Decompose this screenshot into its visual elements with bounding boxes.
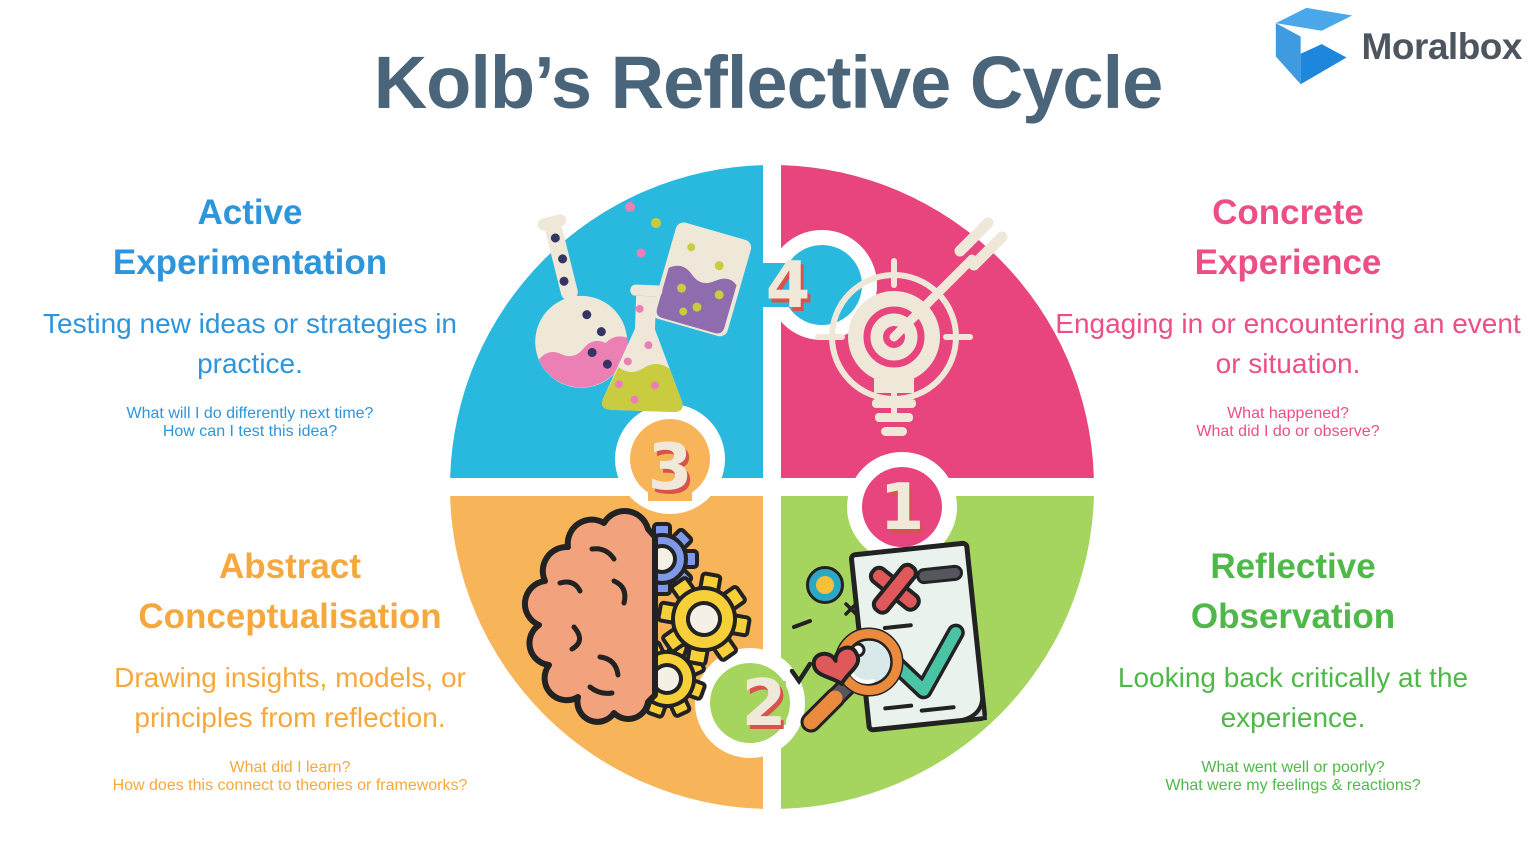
stage-name: Active Experimentation xyxy=(112,193,388,282)
stage-name: Concrete Experience xyxy=(1194,193,1382,282)
stage-name: Abstract Conceptualisation xyxy=(138,547,442,636)
step-number-1: 1 xyxy=(880,471,925,545)
beaker xyxy=(652,222,752,337)
stage-description: Looking back critically at the experienc… xyxy=(1117,662,1469,734)
knob-tab-2 xyxy=(710,663,790,743)
checklist-magnifier-icon xyxy=(789,540,988,733)
donut-shape xyxy=(808,568,842,602)
svg-text:1: 1 xyxy=(883,475,928,549)
round-flask xyxy=(535,214,628,388)
moralbox-logo: Moralbox xyxy=(1272,4,1523,90)
knob-tab-1 xyxy=(862,467,942,547)
brain-folds xyxy=(557,546,628,696)
stage-block-concrete-experience: Concrete Experience Engaging in or encou… xyxy=(1040,188,1536,457)
knob-tab-3 xyxy=(630,419,710,501)
stage-description: Drawing insights, models, or principles … xyxy=(114,662,466,734)
stage-block-active-experimentation: Active Experimentation Testing new ideas… xyxy=(0,188,500,457)
paper-dashes xyxy=(882,623,956,713)
red-x-mark xyxy=(868,562,921,615)
page-title: Kolb’s Reflective Cycle xyxy=(373,41,1164,124)
scatter-marks xyxy=(789,602,858,686)
moralbox-wordmark: Moralbox xyxy=(1361,26,1523,67)
brain-gears-icon xyxy=(521,508,752,725)
heart xyxy=(811,645,861,686)
lightbulb-target-icon xyxy=(815,217,1008,436)
moralbox-box-icon xyxy=(1275,7,1352,85)
teal-check-mark xyxy=(887,623,965,700)
svg-text:4: 4 xyxy=(769,253,814,327)
step-number-3: 3 xyxy=(648,431,693,505)
brain-half xyxy=(521,508,658,725)
step-number-4: 4 xyxy=(766,249,811,323)
science-flasks-icon xyxy=(535,202,752,413)
stage-block-reflective-observation: Reflective Observation Looking back crit… xyxy=(1050,542,1536,811)
step-numbers: 4 4 1 1 2 2 3 3 xyxy=(648,249,928,745)
quadrant-concrete-experience xyxy=(781,165,1094,478)
stage-block-abstract-conceptualisation: Abstract Conceptualisation Drawing insig… xyxy=(0,542,580,811)
stage-description: Testing new ideas or strategies in pract… xyxy=(43,308,457,380)
magnifier xyxy=(800,627,904,733)
erlenmeyer-flask xyxy=(602,284,683,413)
step-number-2: 2 xyxy=(742,667,787,741)
svg-text:2: 2 xyxy=(745,671,790,745)
svg-text:3: 3 xyxy=(651,435,696,509)
stage-name: Reflective Observation xyxy=(1190,547,1396,636)
stage-description: Engaging in or encountering an event or … xyxy=(1055,308,1521,380)
gear-yellow-large xyxy=(656,571,752,667)
puzzle-cycle-diagram: 4 4 1 1 2 2 3 3 xyxy=(450,165,1094,809)
